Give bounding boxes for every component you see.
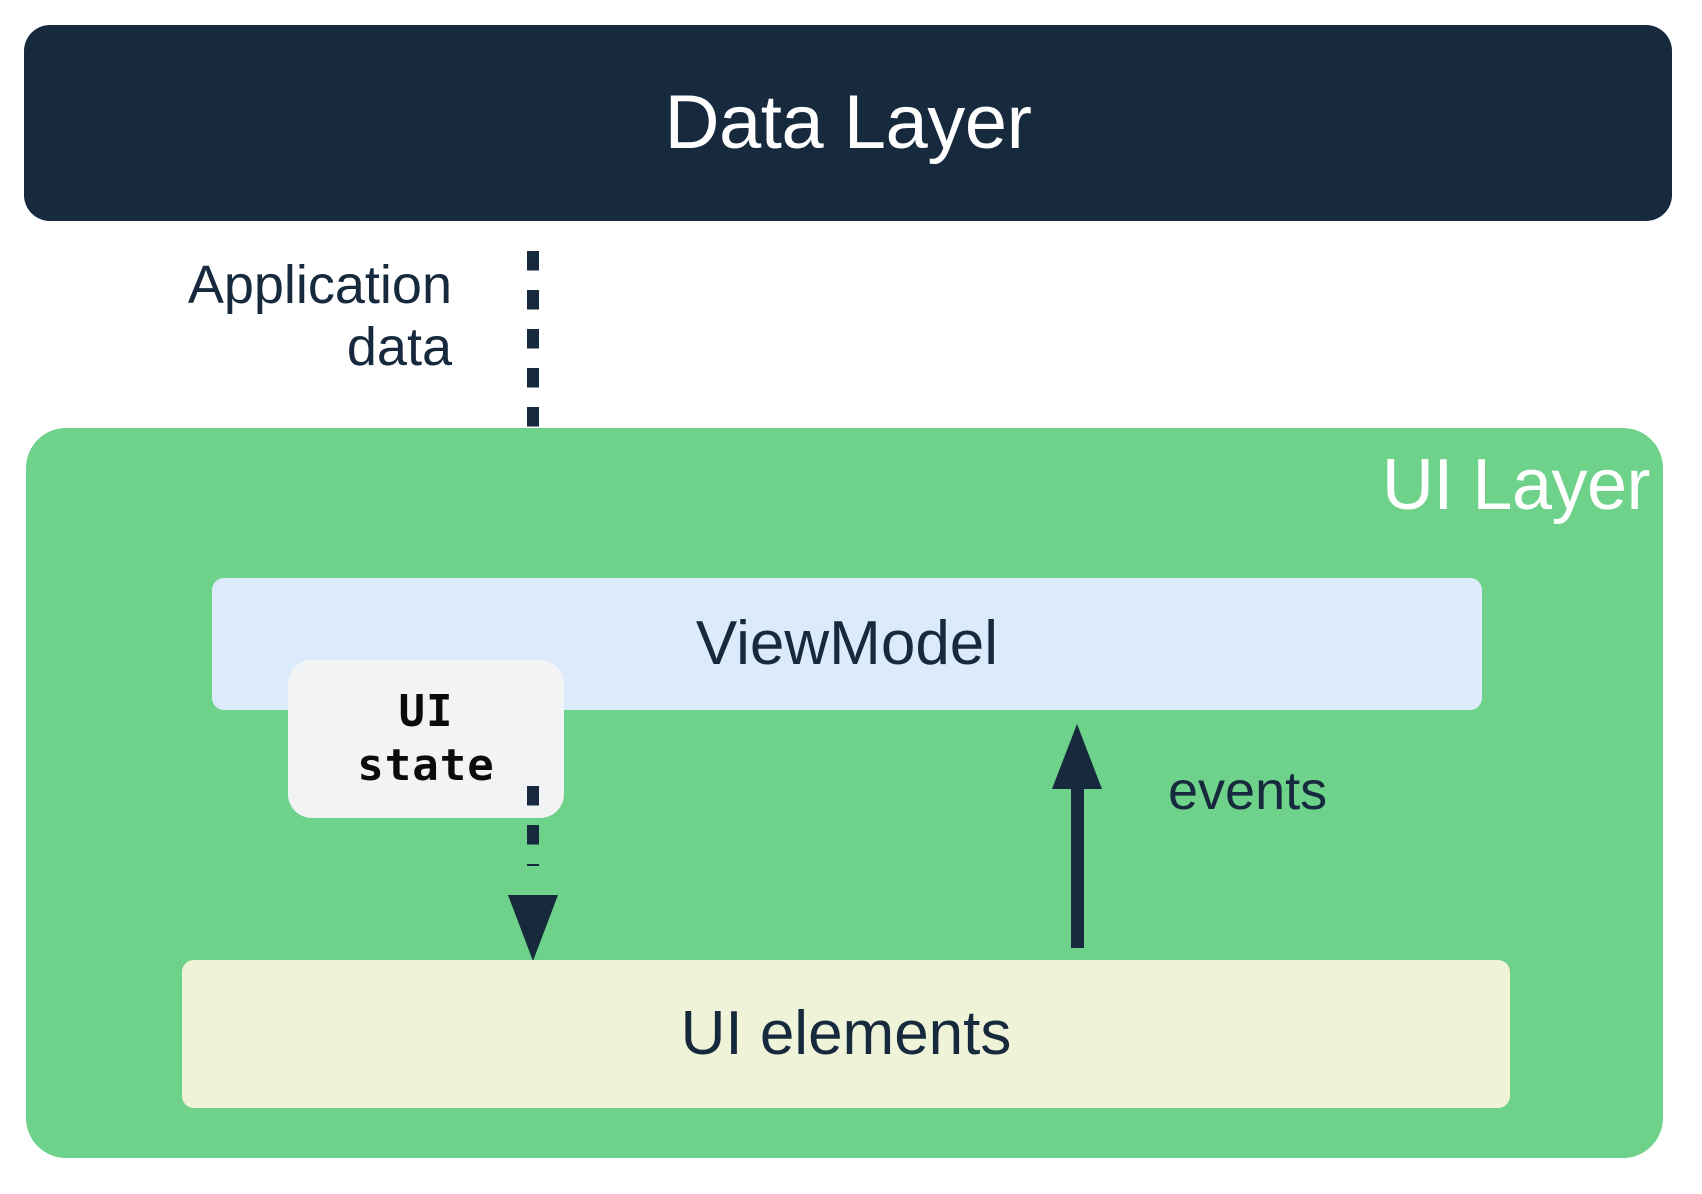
application-data-label: Application data [112,255,452,378]
events-label: events [1168,761,1328,821]
ui-state-label-line1: UI [398,686,454,738]
ui-layer-label: UI Layer [1381,445,1651,525]
ui-elements-label: UI elements [680,999,1012,1068]
application-data-label-line1: Application [187,255,452,315]
data-layer-label: Data Layer [664,80,1032,165]
application-data-label-line2: data [346,316,452,377]
events-arrowhead-icon [1052,724,1102,789]
viewmodel-label: ViewModel [695,609,999,678]
ui-state-label-line2: state [357,740,495,791]
ui-state-chip: UI state [288,660,564,818]
ui-state-arrowhead-icon [508,895,558,961]
ui-elements-box: UI elements [182,960,1510,1108]
events-arrow-shaft [1071,782,1084,948]
events-arrow-icon [1046,724,1108,948]
data-layer-box: Data Layer [24,25,1672,221]
ui-state-dotted-line [527,786,539,866]
